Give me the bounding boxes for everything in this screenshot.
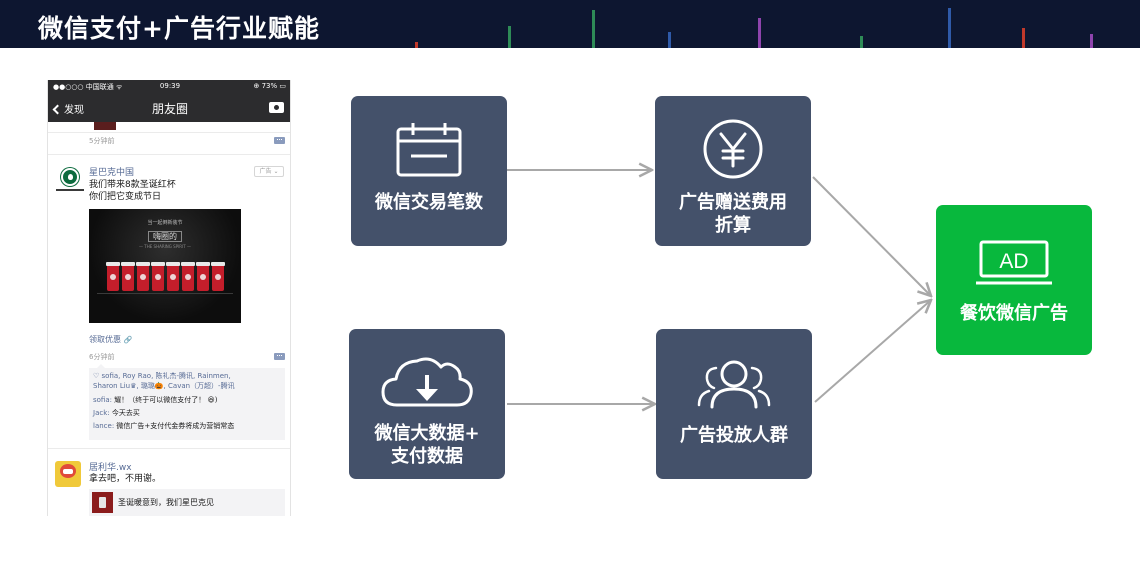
phone-screenshot: ●●○○○ 中国联通 ᯤ 09:39 ⊕ 73% ▭ 发现 朋友圈 5分钟前 星… <box>47 80 291 516</box>
node-label: 折算 <box>715 215 751 236</box>
heart-icon: ♡ <box>93 372 100 380</box>
page-title: 微信支付+广告行业赋能 <box>38 14 320 43</box>
node-catering-wechat-ad: AD 餐饮微信广告 <box>936 205 1092 355</box>
coupon-link[interactable]: 领取优惠 🔗 <box>89 335 133 344</box>
decor-bar <box>1090 34 1093 48</box>
comment-menu-icon[interactable] <box>274 353 285 360</box>
comment-row[interactable]: sofia: 耀！（终于可以微信支付了！ 😆) <box>93 396 218 404</box>
likes-comments-box: ♡ sofia, Roy Rao, 陈礼杰-腾讯, Rainmen, Sharo… <box>89 364 285 440</box>
likes-line: ♡ sofia, Roy Rao, 陈礼杰-腾讯, Rainmen, <box>93 372 231 380</box>
carrier-text: ●●○○○ 中国联通 ᯤ <box>53 83 123 91</box>
divider <box>48 132 290 133</box>
node-ad-cost-conversion: 广告赠送费用 折算 <box>655 96 811 246</box>
ad-image-title: 嗨圈的 <box>89 231 241 242</box>
comment-row[interactable]: Jack: 今天去买 <box>93 409 140 417</box>
decor-bar <box>592 10 595 48</box>
red-cup-icon <box>196 262 210 291</box>
ad-screen-icon: AD <box>976 240 1052 285</box>
back-button[interactable]: 发现 <box>52 101 84 116</box>
starbucks-avatar[interactable] <box>56 168 84 196</box>
arrow-n4-n5 <box>814 300 931 403</box>
calendar-icon <box>396 123 462 177</box>
status-bar: ●●○○○ 中国联通 ᯤ 09:39 ⊕ 73% ▭ <box>48 80 290 94</box>
node-label: 广告投放人群 <box>680 425 788 446</box>
ad-image-subtitle: 当一起倒新装节 <box>147 220 183 226</box>
cloud-download-icon <box>381 357 473 407</box>
red-cup-icon <box>136 262 150 291</box>
red-cup-icon <box>151 262 165 291</box>
shared-link-card[interactable]: 圣诞暖意到，我们星巴克见 <box>89 489 285 516</box>
node-wechat-bigdata: 微信大数据+ 支付数据 <box>349 329 505 479</box>
decor-bar <box>668 32 671 48</box>
divider <box>48 448 290 449</box>
clock-text: 09:39 <box>159 82 181 90</box>
header-banner: 微信支付+广告行业赋能 <box>0 0 1140 48</box>
red-cup-icon <box>166 262 180 291</box>
people-icon <box>697 360 771 409</box>
node-wechat-transactions: 微信交易笔数 <box>351 96 507 246</box>
decor-bar <box>860 36 863 48</box>
nav-title: 朋友圈 <box>151 102 188 116</box>
post-author[interactable]: 星巴克中国 <box>89 168 135 178</box>
ad-tag[interactable]: 广告 ⌄ <box>254 166 284 177</box>
starbucks-logo-icon <box>61 168 79 186</box>
likes-line: Sharon Liu♛, 璐璐🎃, Cavan（万超）-腾讯 <box>93 382 235 390</box>
red-cup-icon <box>106 262 120 291</box>
yen-icon <box>703 119 763 179</box>
node-label: 支付数据 <box>391 446 463 467</box>
ad-image[interactable]: 当一起倒新装节 嗨圈的 — THE SHARING SPIRIT — <box>89 209 241 323</box>
previous-post-thumbnail <box>94 122 116 130</box>
decor-bar <box>1022 28 1025 48</box>
decor-bar <box>758 18 761 48</box>
red-cup-icon <box>121 262 135 291</box>
camera-icon[interactable] <box>269 102 284 113</box>
comment-menu-icon[interactable] <box>274 137 285 144</box>
red-cup-icon <box>211 262 225 291</box>
post-text-line: 你们把它变成节日 <box>89 192 162 202</box>
ad-screen-text: AD <box>999 250 1028 273</box>
logo-wordmark <box>56 189 84 191</box>
post-author[interactable]: 居利华.wx <box>89 463 132 473</box>
comment-row[interactable]: lance: 微信广告+支付代金券将成为营销常态 <box>93 422 235 430</box>
node-label: 广告赠送费用 <box>679 192 787 213</box>
shared-link-text: 圣诞暖意到，我们星巴克见 <box>118 498 214 507</box>
nav-bar: 发现 朋友圈 <box>48 94 290 122</box>
ad-image-tagline: — THE SHARING SPIRIT — <box>139 244 191 249</box>
decor-bar <box>948 8 951 48</box>
arrow-n2-n5 <box>812 176 931 296</box>
battery-text: ⊕ 73% ▭ <box>253 82 287 90</box>
node-ad-audience: 广告投放人群 <box>656 329 812 479</box>
decor-bar <box>415 42 418 48</box>
node-label: 微信交易笔数 <box>375 192 483 213</box>
shared-link-thumbnail <box>92 492 113 513</box>
divider <box>48 154 290 155</box>
ad-image-floor <box>97 293 233 294</box>
node-label: 微信大数据+ <box>374 423 480 444</box>
post-text-line: 拿去吧，不用谢。 <box>89 474 162 484</box>
red-cup-icon <box>181 262 195 291</box>
post-time: 5分钟前 <box>89 137 115 145</box>
node-label: 餐饮微信广告 <box>960 303 1068 324</box>
decor-bar <box>508 26 511 48</box>
post-text-line: 我们带来8款圣诞红杯 <box>89 180 176 190</box>
link-icon: 🔗 <box>123 336 133 344</box>
post-time: 6分钟前 <box>89 353 115 361</box>
user-avatar[interactable] <box>55 461 81 487</box>
back-label: 发现 <box>64 105 84 116</box>
